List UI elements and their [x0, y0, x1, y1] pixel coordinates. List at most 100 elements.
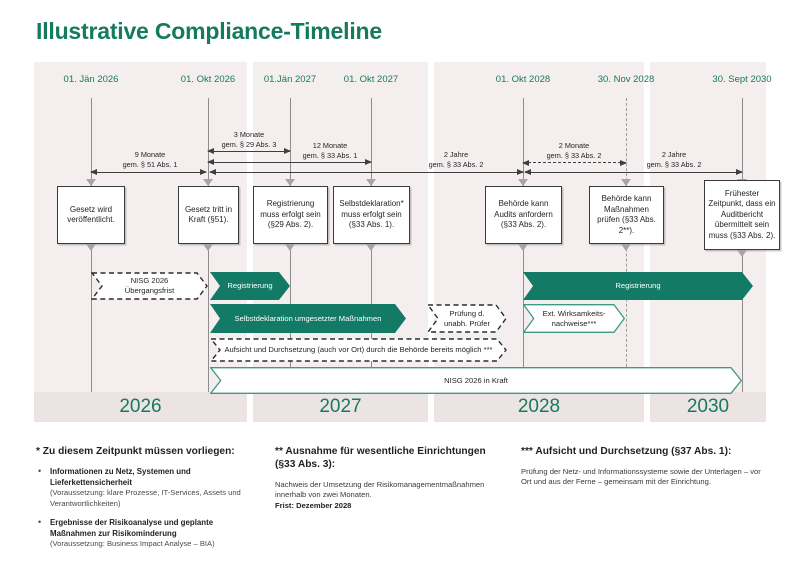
date-label-3: 01.Jän 2027	[263, 74, 317, 85]
duration-arrow-2-jahre-b	[524, 168, 743, 175]
bar-label: Registrierung	[615, 281, 661, 290]
milestone-box-7[interactable]: Frühester Zeitpunkt, dass ein Auditberic…	[704, 180, 780, 250]
footnote-item-title: Informationen zu Netz, Systemen und Lief…	[50, 467, 191, 487]
milestone-box-3[interactable]: Registrierung muss erfolgt sein (§29 Abs…	[253, 186, 328, 244]
chevron-shape	[210, 304, 406, 333]
list-item: Informationen zu Netz, Systemen und Lief…	[36, 466, 258, 509]
arrow-head-right	[200, 168, 207, 175]
connector-cap-below-6	[621, 244, 631, 251]
footnote-item-sub: (Voraussetzung: Business Impact Analyse …	[50, 539, 215, 549]
connector-cap-below-2	[203, 244, 213, 251]
duration-label-2-monate: 2 Monate gem. § 33 Abs. 2	[547, 141, 602, 160]
arrow-head-right	[284, 147, 291, 154]
duration-line1: 12 Monate	[312, 141, 348, 150]
bar-pruefung[interactable]: Prüfung d. unabh. Prüfer	[427, 304, 507, 333]
duration-line2: gem. § 33 Abs. 2	[646, 159, 702, 169]
milestone-box-2[interactable]: Gesetz tritt in Kraft (§51).	[178, 186, 239, 244]
bar-registrierung-1[interactable]: Registrierung	[210, 272, 290, 300]
milestone-box-5[interactable]: Behörde kann Audits anfordern (§33 Abs. …	[485, 186, 562, 244]
duration-line2: gem. § 33 Abs. 2	[428, 159, 484, 169]
footnote-1-heading: * Zu diesem Zeitpunkt müssen vorliegen:	[36, 446, 235, 457]
bar-registrierung-2[interactable]: Registrierung	[523, 272, 753, 300]
chevron-shape	[210, 272, 290, 300]
bar-label: Aufsicht und Durchsetzung (auch vor Ort)…	[224, 345, 493, 354]
milestone-box-1[interactable]: Gesetz wird veröffentlicht.	[57, 186, 125, 244]
duration-label-12-monate: 12 Monate gem. § 33 Abs. 1	[303, 141, 358, 160]
bar-uebergangsfrist[interactable]: NISG 2026 Übergangsfrist	[91, 272, 208, 300]
bar-label: Ext. Wirksamkeits-nachweise***	[542, 308, 606, 328]
bar-label: Registrierung	[227, 281, 273, 290]
chevron-shape	[523, 304, 625, 333]
arrow-head-right	[620, 159, 627, 166]
footnote-1: * Zu diesem Zeitpunkt müssen vorliegen: …	[36, 445, 258, 559]
duration-label-3-monate: 3 Monate gem. § 29 Abs. 3	[222, 130, 277, 149]
connector-cap-down-6	[621, 179, 631, 186]
duration-label-2-jahre-a: 2 Jahre gem. § 33 Abs. 2	[429, 150, 484, 169]
timeline-chart: 2026 2027 2028 2030 01. Jän 2026 01. Okt…	[34, 62, 780, 422]
arrow-head-left	[209, 168, 216, 175]
connector-cap-down-3	[285, 179, 295, 186]
footnote-1-list: Informationen zu Netz, Systemen und Lief…	[36, 466, 258, 550]
footnote-2-body: Nachweis der Umsetzung der Risikomanagem…	[275, 480, 497, 511]
milestone-box-4[interactable]: Selbstdeklaration* muss erfolgt sein (§3…	[333, 186, 410, 244]
duration-line1: 2 Jahre	[443, 150, 469, 159]
bar-nisg-in-kraft[interactable]: NISG 2026 in Kraft	[210, 367, 742, 394]
arrow-head-left	[90, 168, 97, 175]
bar-wirksamkeitsnachweise[interactable]: Ext. Wirksamkeits-nachweise***	[523, 304, 625, 333]
footnote-3-heading: *** Aufsicht und Durchsetzung (§37 Abs. …	[521, 446, 732, 457]
year-label-2026: 2026	[34, 392, 247, 422]
duration-label-9-monate: 9 Monate gem. § 51 Abs. 1	[123, 150, 178, 169]
duration-line1: 9 Monate	[134, 150, 166, 159]
connector-cap-below-4	[366, 244, 376, 251]
duration-line2: gem. § 33 Abs. 2	[546, 150, 602, 160]
bar-aufsicht[interactable]: Aufsicht und Durchsetzung (auch vor Ort)…	[210, 338, 507, 362]
footnote-2-deadline: Frist: Dezember 2028	[275, 500, 352, 510]
duration-arrow-12-monate	[207, 158, 372, 165]
footnote-2: ** Ausnahme für wesentliche Einrichtunge…	[275, 445, 497, 511]
connector-cap-down-1	[86, 179, 96, 186]
milestone-box-6[interactable]: Behörde kann Maßnahmen prüfen (§33 Abs. …	[589, 186, 664, 244]
date-label-4: 01. Okt 2027	[343, 74, 399, 85]
connector-cap-down-5	[518, 179, 528, 186]
arrow-head-left	[207, 158, 214, 165]
footnote-item-title: Ergebnisse der Risikoanalyse und geplant…	[50, 518, 214, 538]
date-label-5: 01. Okt 2028	[495, 74, 551, 85]
chevron-shape	[210, 338, 507, 362]
date-label-2: 01. Okt 2026	[180, 74, 236, 85]
duration-line1: 2 Jahre	[661, 150, 687, 159]
connector-cap-below-7	[737, 250, 747, 257]
arrow-head-right	[736, 168, 743, 175]
arrow-head-left	[524, 168, 531, 175]
footnote-2-text: Nachweis der Umsetzung der Risikomanagem…	[275, 480, 485, 500]
bar-selbstdeklaration[interactable]: Selbstdeklaration umgesetzter Maßnahmen	[210, 304, 406, 333]
chevron-shape	[427, 304, 507, 333]
duration-line2: gem. § 33 Abs. 1	[302, 150, 358, 160]
connector-cap-below-5	[518, 244, 528, 251]
date-label-6: 30. Nov 2028	[597, 74, 655, 85]
duration-line2: gem. § 51 Abs. 1	[122, 159, 178, 169]
connector-cap-below-3	[285, 244, 295, 251]
date-label-7: 30. Sept 2030	[712, 74, 772, 85]
year-label-2028: 2028	[434, 392, 644, 422]
bar-label: Selbstdeklaration umgesetzter Maßnahmen	[234, 313, 382, 323]
duration-arrow-2-monate	[522, 159, 627, 166]
duration-line2: gem. § 29 Abs. 3	[221, 139, 277, 149]
arrow-head-left	[207, 147, 214, 154]
chevron-shape	[91, 272, 208, 300]
date-label-1: 01. Jän 2026	[63, 74, 119, 85]
duration-arrow-2-jahre-a	[209, 168, 524, 175]
arrow-head-right	[517, 168, 524, 175]
connector-cap-down-4	[366, 179, 376, 186]
connector-cap-below-1	[86, 244, 96, 251]
list-item: Ergebnisse der Risikoanalyse und geplant…	[36, 517, 258, 550]
footnote-2-heading: ** Ausnahme für wesentliche Einrichtunge…	[275, 446, 486, 470]
duration-label-2-jahre-b: 2 Jahre gem. § 33 Abs. 2	[647, 150, 702, 169]
bar-label: NISG 2026 in Kraft	[444, 375, 508, 385]
bar-label: NISG 2026 Übergangsfrist	[124, 276, 175, 295]
duration-arrow-9-monate	[90, 168, 207, 175]
page-title: Illustrative Compliance-Timeline	[36, 18, 382, 44]
year-label-2027: 2027	[253, 392, 428, 422]
footnote-3-text: Prüfung der Netz- und Informationssystem…	[521, 467, 761, 487]
duration-line1: 3 Monate	[233, 130, 265, 139]
duration-arrow-3-monate	[207, 147, 291, 154]
